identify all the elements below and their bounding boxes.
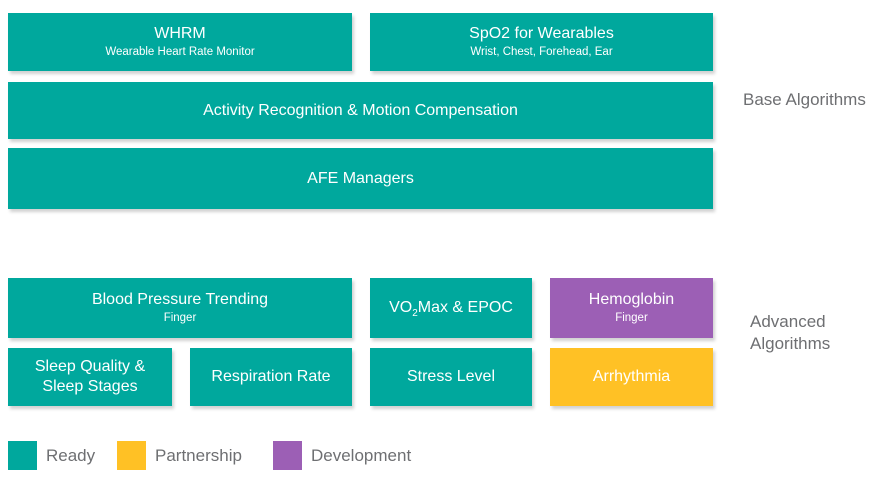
block-title: SpO2 for Wearables bbox=[469, 25, 614, 43]
vo2max-text-post: Max & EPOC bbox=[417, 299, 513, 316]
block-hemoglobin: Hemoglobin Finger bbox=[550, 278, 713, 338]
block-title: Respiration Rate bbox=[211, 368, 331, 385]
legend-label: Development bbox=[311, 445, 412, 465]
base-algorithms-label: Base Algorithms bbox=[743, 90, 866, 109]
block-subtitle: Finger bbox=[163, 312, 197, 325]
block-title: Hemoglobin bbox=[588, 291, 675, 309]
block-activity-recognition: Activity Recognition & Motion Compensati… bbox=[8, 82, 713, 139]
block-title: Stress Level bbox=[406, 368, 496, 385]
legend-item-development: Development bbox=[273, 441, 411, 470]
block-subtitle: Wearable Heart Rate Monitor bbox=[105, 46, 255, 59]
ready-swatch-icon bbox=[8, 441, 37, 470]
advanced-algorithms-label: Advanced Algorithms bbox=[750, 312, 831, 353]
partnership-swatch-icon bbox=[117, 441, 146, 470]
vo2max-text-pre: VO bbox=[389, 299, 413, 316]
block-title: Arrhythmia bbox=[592, 368, 671, 385]
block-subtitle: Wrist, Chest, Forehead, Ear bbox=[470, 46, 613, 59]
block-arrhythmia: Arrhythmia bbox=[550, 348, 713, 406]
block-title: Sleep Quality & Sleep Stages bbox=[34, 358, 146, 395]
block-blood-pressure-trending: Blood Pressure Trending Finger bbox=[8, 278, 352, 338]
block-whrm: WHRM Wearable Heart Rate Monitor bbox=[8, 13, 352, 71]
block-title: Blood Pressure Trending bbox=[91, 291, 269, 309]
legend-label: Ready bbox=[46, 445, 96, 465]
development-swatch-icon bbox=[273, 441, 302, 470]
block-title: Activity Recognition & Motion Compensati… bbox=[203, 101, 518, 119]
block-sleep-quality-stages: Sleep Quality & Sleep Stages bbox=[8, 348, 172, 406]
legend-item-partnership: Partnership bbox=[117, 441, 242, 470]
block-respiration-rate: Respiration Rate bbox=[190, 348, 352, 406]
legend-label: Partnership bbox=[155, 445, 242, 465]
block-subtitle: Finger bbox=[615, 312, 648, 325]
block-afe-managers: AFE Managers bbox=[8, 148, 713, 209]
block-vo2max-epoc: VO2Max & EPOC bbox=[370, 278, 532, 338]
vo2max-subscript: 2 bbox=[412, 308, 418, 320]
block-stress-level: Stress Level bbox=[370, 348, 532, 406]
block-title: WHRM bbox=[154, 25, 206, 43]
block-title: AFE Managers bbox=[307, 169, 414, 187]
legend-item-ready: Ready bbox=[8, 441, 95, 470]
block-spo2: SpO2 for Wearables Wrist, Chest, Forehea… bbox=[370, 13, 713, 71]
block-title: VO2Max & EPOC bbox=[383, 298, 519, 320]
